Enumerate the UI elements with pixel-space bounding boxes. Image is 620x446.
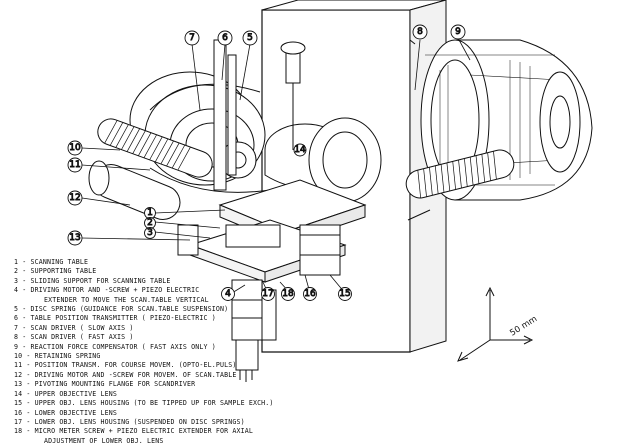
callout-1: 1: [144, 207, 156, 219]
svg-text:1: 1: [147, 208, 153, 218]
callout-2: 2: [144, 217, 156, 229]
svg-text:8: 8: [417, 27, 423, 37]
callout-markers: 7 6 5 8 9 10 11 12 13 1 2 3 4 17 18 16 1…: [67, 24, 466, 301]
legend-item: EXTENDER TO MOVE THE SCAN.TABLE VERTICAL: [44, 295, 209, 304]
lower-lens-column: [231, 279, 277, 382]
legend-item: 3 - SLIDING SUPPORT FOR SCANNING TABLE: [14, 276, 171, 285]
svg-text:15: 15: [339, 289, 350, 299]
legend-item: 6 - TABLE POSITION TRANSMITTER ( PIEZO-E…: [14, 314, 216, 323]
legend-item: 4 - DRIVING MOTOR AND -SCREW + PIEZO ELE…: [14, 286, 200, 295]
legend-item: 14 - UPPER OBJECTIVE LENS: [14, 389, 117, 398]
svg-text:16: 16: [304, 289, 316, 299]
svg-text:13: 13: [69, 233, 80, 243]
left-drive-screws: [88, 118, 213, 220]
callout-9: 9: [450, 24, 466, 40]
legend-item: 17 - LOWER OBJ. LENS HOUSING (SUSPENDED …: [14, 417, 245, 426]
legend-item: ADJUSTMENT OF LOWER OBJ. LENS: [44, 436, 164, 445]
callout-14: 14: [293, 143, 307, 157]
legend-item: 13 - PIVOTING MOUNTING FLANGE FOR SCANDR…: [14, 380, 196, 389]
callout-4: 4: [221, 287, 235, 301]
callout-15: 15: [338, 287, 352, 301]
scale-label: 50 mm: [508, 314, 539, 338]
callout-18: 18: [281, 287, 295, 301]
axis-indicator: [457, 286, 534, 362]
svg-text:3: 3: [147, 228, 153, 238]
legend-item: 10 - RETAINING SPRING: [14, 352, 101, 361]
svg-text:17: 17: [262, 289, 273, 299]
legend-item: 12 - DRIVING MOTOR AND -SCREW FOR MOVEM.…: [14, 370, 237, 379]
callout-6: 6: [217, 30, 233, 46]
callout-11: 11: [67, 157, 83, 173]
svg-text:11: 11: [69, 160, 80, 170]
svg-text:4: 4: [225, 289, 231, 299]
callout-12: 12: [67, 190, 83, 206]
callout-7: 7: [184, 30, 200, 46]
svg-text:18: 18: [282, 289, 294, 299]
svg-text:9: 9: [455, 27, 461, 37]
callout-8: 8: [412, 24, 428, 40]
svg-text:7: 7: [189, 33, 195, 43]
legend-item: 16 - LOWER OBJECTIVE LENS: [14, 408, 117, 417]
legend-item: 5 - DISC SPRING (GUIDANCE FOR SCAN.TABLE…: [14, 305, 229, 314]
svg-text:12: 12: [69, 193, 80, 203]
callout-13: 13: [67, 230, 83, 246]
upper-adjustment-rods: [213, 39, 306, 191]
legend-item: 15 - UPPER OBJ. LENS HOUSING (TO BE TIPP…: [14, 399, 274, 408]
legend-item: 9 - REACTION FORCE COMPENSATOR ( FAST AX…: [14, 342, 216, 351]
svg-text:14: 14: [294, 145, 306, 155]
svg-text:10: 10: [69, 143, 81, 153]
callout-17: 17: [261, 287, 275, 301]
legend-item: 7 - SCAN DRIVER ( SLOW AXIS ): [14, 323, 134, 332]
svg-text:2: 2: [147, 218, 153, 228]
legend-item: 2 - SUPPORTING TABLE: [14, 267, 97, 276]
svg-text:5: 5: [247, 33, 253, 43]
callout-10: 10: [67, 140, 83, 156]
right-drive-screw: [405, 149, 515, 199]
legend-item: 1 - SCANNING TABLE: [14, 258, 89, 266]
callout-3: 3: [144, 227, 156, 239]
svg-text:6: 6: [222, 33, 228, 43]
callout-16: 16: [303, 287, 317, 301]
callout-5: 5: [242, 30, 258, 46]
legend-item: 18 - MICRO METER SCREW + PIEZO ELECTRIC …: [14, 427, 253, 436]
legend-item: 11 - POSITION TRANSM. FOR COURSE MOVEM. …: [14, 361, 237, 370]
legend-item: 8 - SCAN DRIVER ( FAST AXIS ): [14, 333, 134, 342]
